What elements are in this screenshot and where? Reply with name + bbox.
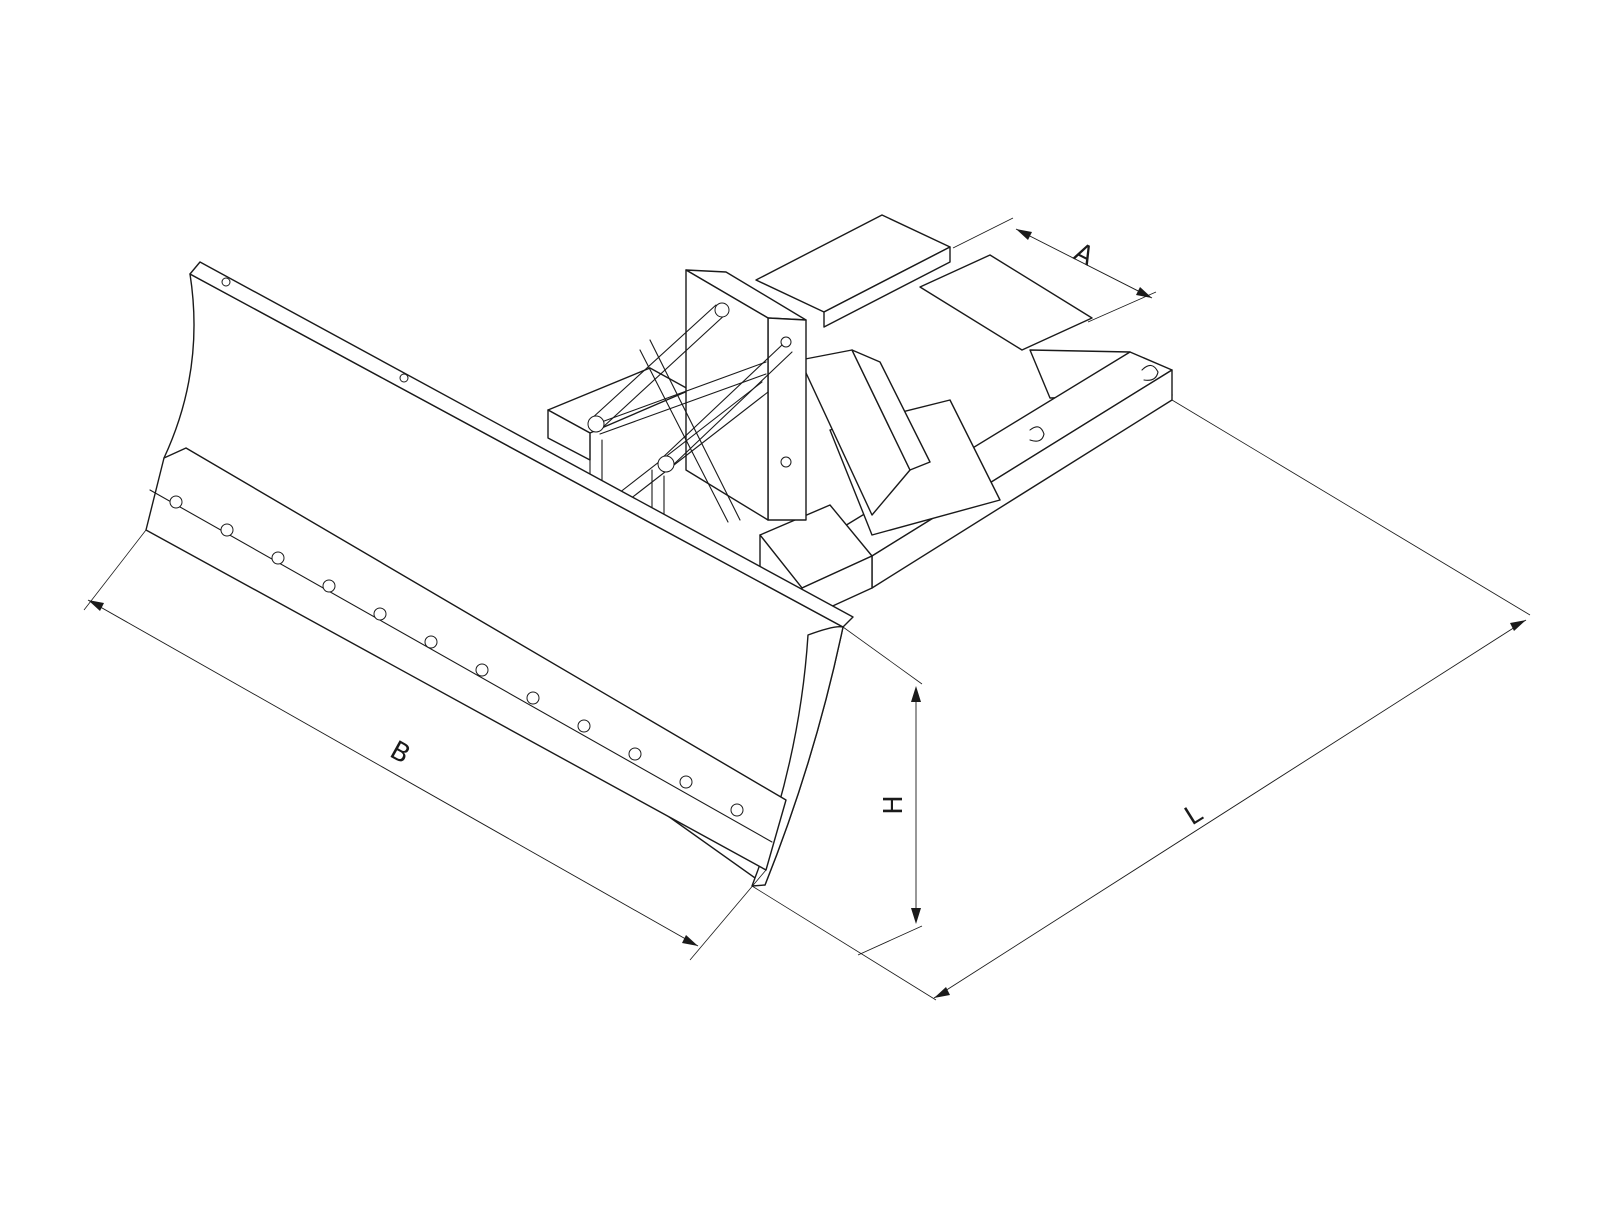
dimension-label-a: A <box>1069 237 1099 272</box>
dimension-h: H <box>842 626 923 956</box>
mounting-frame <box>547 214 1173 621</box>
dimension-label-h: H <box>879 795 909 815</box>
plow-blade <box>145 261 854 887</box>
dimension-label-l: L <box>1180 798 1209 831</box>
hook-icon <box>1141 364 1159 381</box>
hook-icon <box>1029 426 1045 442</box>
lift-mast <box>587 269 807 536</box>
dimension-label-b: B <box>385 736 415 771</box>
blade-bolt-holes <box>169 495 744 817</box>
